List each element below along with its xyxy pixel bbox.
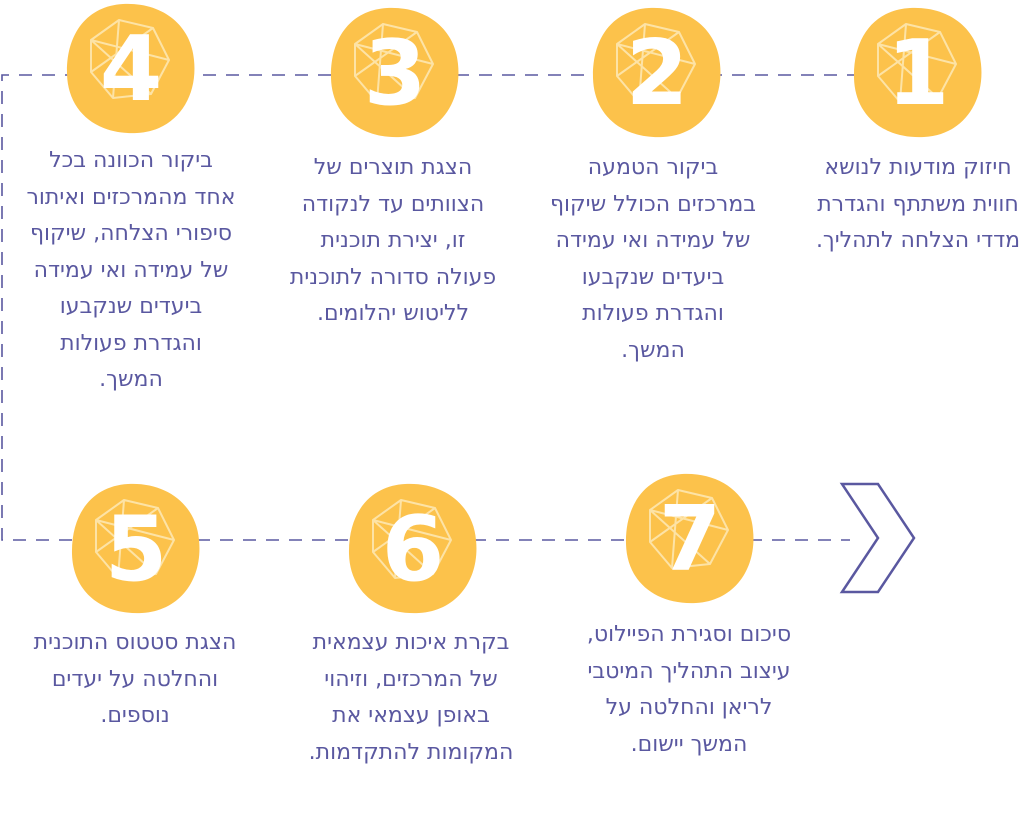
step-7-number: 7: [659, 487, 722, 592]
step-4-description: ביקור הכוונה בכל אחד מהמרכזים ואיתור סיפ…: [26, 148, 236, 392]
step-6-badge: 6: [348, 483, 477, 614]
step-3-badge-shape: [330, 7, 459, 138]
step-1-diamond-icon: [877, 23, 957, 103]
step-7-description: סיכום וסגירת הפיילוט, עיצוב התהליך המיטב…: [586, 622, 792, 757]
step-6-diamond-icon: [372, 499, 452, 579]
chevron-right-icon: [839, 482, 916, 594]
step-6-description: בקרת איכות עצמאית של המרכזים, וזיהוי באו…: [308, 630, 514, 765]
step-5-description: הצגת סטטוס התוכנית והחלטה על יעדים נוספי…: [33, 630, 237, 728]
step-2-number: 2: [626, 21, 689, 126]
step-3-description: הצגת תוצרים של הצוותים עד לנקודה זו, יצי…: [289, 155, 497, 326]
step-4-diamond-icon: [90, 19, 170, 99]
step-5-badge-shape: [71, 483, 200, 614]
step-4-badge: 4: [66, 3, 195, 134]
step-2-badge: 2: [592, 7, 721, 138]
step-3-diamond-icon: [354, 23, 434, 103]
step-1-number: 1: [887, 21, 950, 126]
step-4-number: 4: [100, 17, 163, 122]
step-6-number: 6: [382, 497, 445, 602]
step-2-description: ביקור הטמעה במרכזים הכולל שיקוף של עמידה…: [549, 155, 757, 363]
step-3-number: 3: [364, 21, 427, 126]
step-4-badge-shape: [66, 3, 195, 134]
dashed-connector-line: [1, 74, 860, 541]
step-7-badge: 7: [625, 473, 754, 604]
step-1-badge-shape: [853, 7, 982, 138]
step-1-description: חיזוק מודעות לנושא חווית משתתף והגדרת מד…: [815, 155, 1021, 253]
step-6-badge-shape: [348, 483, 477, 614]
step-5-badge: 5: [71, 483, 200, 614]
step-3-badge: 3: [330, 7, 459, 138]
step-5-number: 5: [105, 497, 168, 602]
step-7-badge-shape: [625, 473, 754, 604]
step-1-badge: 1: [853, 7, 982, 138]
step-2-badge-shape: [592, 7, 721, 138]
step-7-diamond-icon: [649, 489, 729, 569]
step-2-diamond-icon: [616, 23, 696, 103]
step-5-diamond-icon: [95, 499, 175, 579]
